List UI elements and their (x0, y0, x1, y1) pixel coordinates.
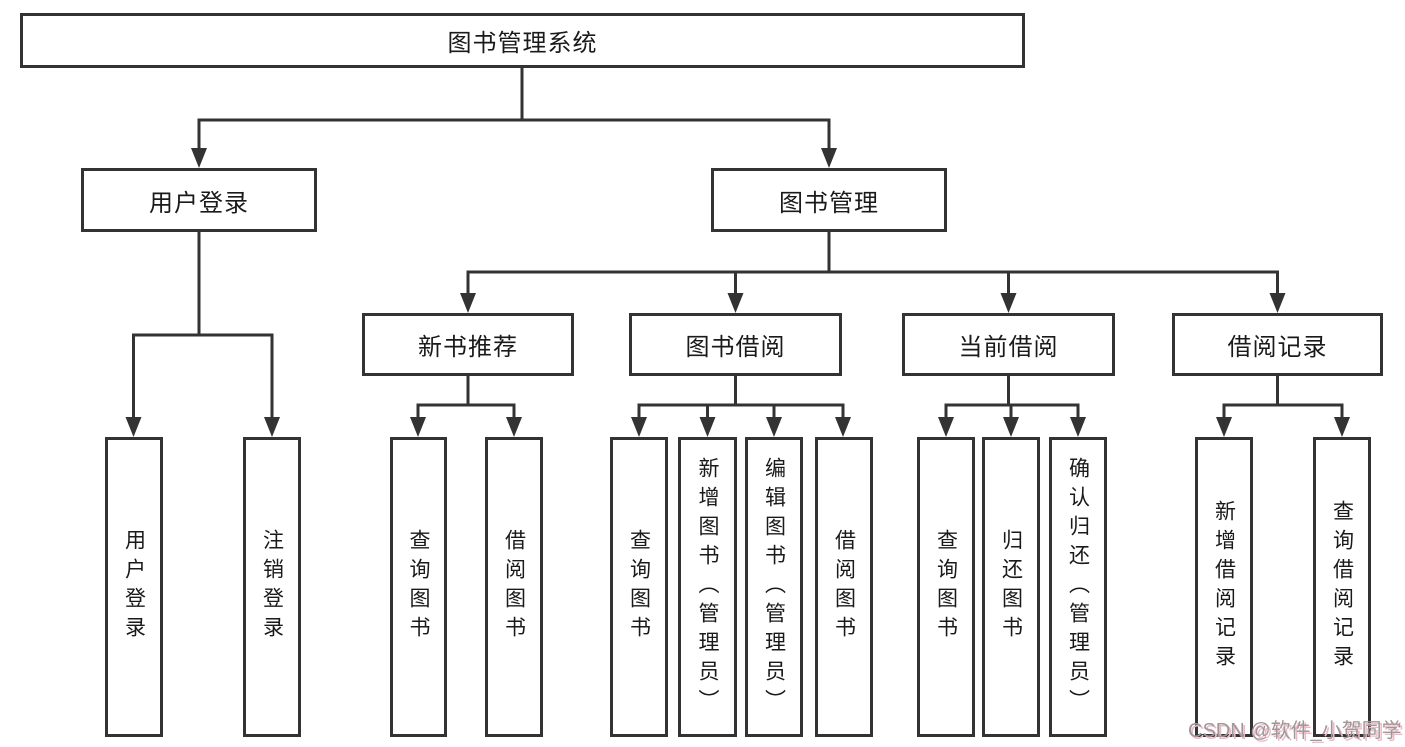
arrow-down-icon (631, 417, 647, 437)
arrow-down-icon (1269, 293, 1286, 313)
arrow-down-icon (766, 417, 782, 437)
arrow-down-icon (410, 417, 426, 437)
arrow-down-icon (1334, 417, 1350, 437)
csdn-watermark: CSDN @软件_小贺同学 (1188, 720, 1402, 742)
leaf-query-books-borrowing: 查询图书 (610, 437, 668, 737)
leaf-add-books-admin: 新增图书（管理员） (678, 437, 737, 737)
node-new-book-recommendation: 新书推荐 (362, 313, 574, 376)
leaf-logout: 注销登录 (243, 437, 301, 737)
arrow-down-icon (938, 417, 954, 437)
connector-bookmgmt-to-level3 (466, 230, 1279, 299)
connector-bookborrow-to-leaves (637, 374, 845, 423)
arrow-down-icon (1216, 417, 1232, 437)
arrow-down-icon (699, 417, 716, 437)
leaf-add-borrowing-record: 新增借阅记录 (1195, 437, 1253, 737)
leaf-borrow-books: 借阅图书 (815, 437, 873, 737)
arrow-down-icon (727, 293, 744, 313)
node-book-borrowing: 图书借阅 (629, 313, 842, 376)
connector-newbookrec-to-leaves (416, 374, 516, 423)
arrow-down-icon (191, 148, 207, 168)
leaf-user-login: 用户登录 (105, 437, 163, 737)
leaf-query-borrowing-record: 查询借阅记录 (1313, 437, 1371, 737)
arrow-down-icon (835, 417, 851, 437)
leaf-query-books-current: 查询图书 (917, 437, 975, 737)
leaf-borrow-books-recommendation: 借阅图书 (485, 437, 543, 737)
leaf-confirm-return-admin: 确认归还（管理员） (1049, 437, 1107, 737)
leaf-return-books: 归还图书 (982, 437, 1040, 737)
node-current-borrowing: 当前借阅 (902, 313, 1115, 376)
arrow-down-icon (264, 417, 280, 437)
connector-root-to-level2 (197, 66, 831, 152)
connector-userlogin-to-leaves (132, 230, 274, 423)
arrow-down-icon (506, 417, 522, 437)
connector-borrowrecords-to-leaves (1222, 374, 1344, 423)
connector-currentborrow-to-leaves (944, 374, 1080, 423)
node-borrowing-records: 借阅记录 (1172, 313, 1383, 376)
leaf-query-books-recommendation: 查询图书 (390, 437, 447, 737)
arrow-down-icon (1003, 417, 1019, 437)
arrow-down-icon (821, 148, 837, 168)
node-book-management: 图书管理 (711, 168, 947, 232)
leaf-edit-books-admin: 编辑图书（管理员） (745, 437, 803, 737)
arrow-down-icon (460, 293, 476, 313)
node-user-login: 用户登录 (81, 168, 317, 232)
arrow-down-icon (125, 417, 142, 437)
node-library-management-system: 图书管理系统 (20, 13, 1025, 68)
arrowhead-icons (125, 148, 1350, 437)
arrow-down-icon (1000, 293, 1017, 313)
arrow-down-icon (1070, 417, 1086, 437)
